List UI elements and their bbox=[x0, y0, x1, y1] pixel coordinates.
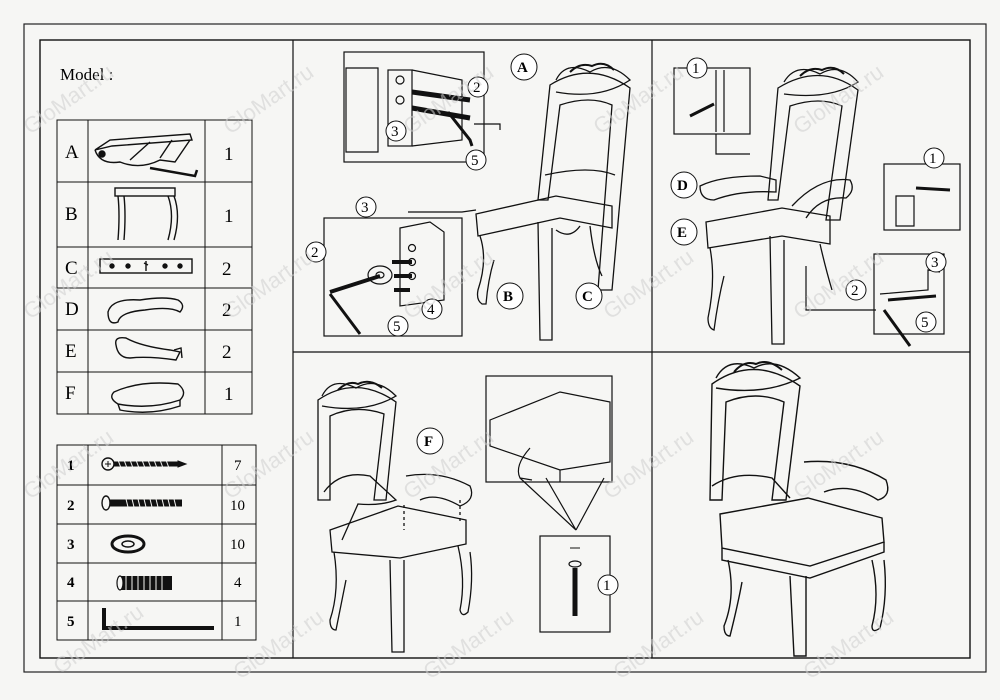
armrest-icon bbox=[107, 297, 184, 324]
part-letter: B bbox=[65, 204, 78, 225]
hardware-qty: 4 bbox=[234, 575, 242, 591]
callout-5: 5 bbox=[393, 319, 401, 335]
part-qty: 2 bbox=[222, 300, 232, 321]
step3-detail bbox=[485, 375, 613, 633]
part-letter: C bbox=[65, 258, 78, 279]
callout-1: 1 bbox=[929, 151, 937, 167]
callout-B: B bbox=[503, 289, 513, 305]
front-legs-frame-icon bbox=[114, 187, 179, 241]
bolt-icon bbox=[101, 495, 182, 511]
arm-support-icon bbox=[115, 336, 183, 361]
callout-A: A bbox=[517, 60, 528, 76]
allen-key-icon bbox=[102, 608, 214, 630]
hardware-qty: 1 bbox=[234, 614, 242, 630]
outer-border bbox=[23, 23, 987, 673]
part-qty: 2 bbox=[222, 342, 232, 363]
hardware-qty: 10 bbox=[230, 537, 245, 553]
step2-detail-top bbox=[673, 67, 751, 155]
callout-5: 5 bbox=[921, 315, 929, 331]
hardware-number: 4 bbox=[67, 575, 75, 591]
model-label: Model : bbox=[60, 65, 113, 84]
chair-back-frame-icon bbox=[94, 133, 199, 178]
callout-2: 2 bbox=[851, 283, 859, 299]
callout-E: E bbox=[677, 225, 687, 241]
callout-5: 5 bbox=[471, 153, 479, 169]
dowel-icon bbox=[116, 575, 172, 591]
step1-chair-frame bbox=[475, 62, 632, 341]
part-letter: F bbox=[65, 383, 76, 404]
callout-2: 2 bbox=[473, 80, 481, 96]
seat-cushion-icon bbox=[111, 382, 185, 413]
part-qty: 2 bbox=[222, 259, 232, 280]
parts-table bbox=[56, 119, 253, 415]
callout-4: 4 bbox=[427, 302, 435, 318]
part-qty: 1 bbox=[224, 206, 234, 227]
callout-3: 3 bbox=[391, 124, 399, 140]
wood-screw-icon bbox=[101, 457, 188, 471]
step3-chair bbox=[317, 380, 473, 653]
callout-F: F bbox=[424, 434, 433, 450]
callout-3: 3 bbox=[931, 255, 939, 271]
part-letter: E bbox=[65, 341, 77, 362]
callout-D: D bbox=[677, 178, 688, 194]
callout-3: 3 bbox=[361, 200, 369, 216]
hardware-number: 3 bbox=[67, 537, 75, 553]
hardware-qty: 10 bbox=[230, 498, 245, 514]
callout-1: 1 bbox=[603, 578, 611, 594]
washer-icon bbox=[110, 534, 146, 554]
step2-chair bbox=[699, 66, 859, 345]
step1-detail-left bbox=[323, 209, 477, 337]
hardware-table bbox=[56, 444, 257, 641]
part-qty: 1 bbox=[224, 384, 234, 405]
hardware-number: 2 bbox=[67, 498, 75, 514]
hardware-number: 5 bbox=[67, 614, 75, 630]
side-rail-icon bbox=[99, 258, 193, 274]
part-letter: D bbox=[65, 299, 79, 320]
callout-1: 1 bbox=[692, 61, 700, 77]
step1-detail-top bbox=[343, 51, 501, 163]
hardware-number: 1 bbox=[67, 458, 75, 474]
inner-border bbox=[39, 39, 971, 659]
hardware-qty: 7 bbox=[234, 458, 242, 474]
part-qty: 1 bbox=[224, 144, 234, 165]
callout-2: 2 bbox=[311, 245, 319, 261]
finished-armchair bbox=[709, 361, 889, 657]
callout-C: C bbox=[582, 289, 593, 305]
part-letter: A bbox=[65, 142, 79, 163]
